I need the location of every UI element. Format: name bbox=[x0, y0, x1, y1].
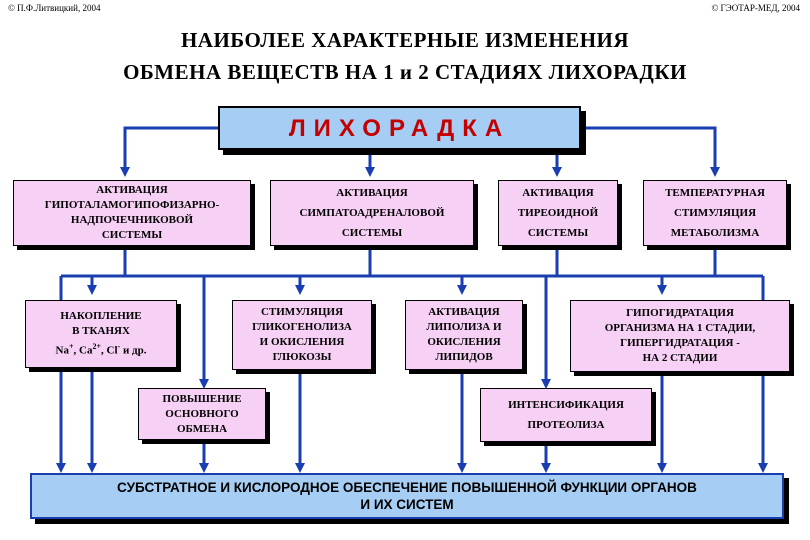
page-title-line2: ОБМЕНА ВЕЩЕСТВ НА 1 и 2 СТАДИЯХ ЛИХОРАДК… bbox=[123, 60, 687, 84]
box-text-line: ПОВЫШЕНИЕ bbox=[162, 392, 242, 405]
box-text-line: ГЛИКОГЕНОЛИЗА bbox=[252, 321, 352, 333]
box-text-line: В ТКАНЯХ bbox=[72, 325, 130, 338]
box-text-line: СИСТЕМЫ bbox=[527, 227, 589, 239]
box-text-line: НА 2 СТАДИИ bbox=[642, 352, 718, 364]
copyright-left: © П.Ф.Литвицкий, 2004 bbox=[8, 3, 101, 13]
box-text-line: МЕТАБОЛИЗМА bbox=[670, 227, 760, 239]
box-text-line: ТЕМПЕРАТУРНАЯ bbox=[665, 187, 765, 199]
copyright-right: © ГЭОТАР-МЕД, 2004 bbox=[711, 3, 800, 13]
box-text-line: ОБМЕНА bbox=[176, 422, 228, 435]
fever-main-box: ЛИХОРАДКА bbox=[218, 106, 581, 150]
box-text-line: ЛИПОЛИЗА И bbox=[426, 321, 502, 333]
box-text-line: ЛИПИДОВ bbox=[435, 351, 493, 363]
box-text-line: ГЛЮКОЗЫ bbox=[272, 351, 332, 363]
box-text-line: НАКОПЛЕНИЕ bbox=[60, 310, 142, 323]
ion-ca: , Ca bbox=[73, 344, 93, 357]
connector-main-right bbox=[581, 126, 720, 177]
box-text-line: НАДПОЧЕЧНИКОВОЙ bbox=[70, 214, 194, 226]
box-glycogenolysis: СТИМУЛЯЦИЯ ГЛИКОГЕНОЛИЗА И ОКИСЛЕНИЯ ГЛЮ… bbox=[232, 300, 372, 370]
box-basal-metabolism: ПОВЫШЕНИЕ ОСНОВНОГО ОБМЕНА bbox=[138, 388, 266, 440]
ion-na-charge: + bbox=[68, 342, 74, 352]
box-text-line: ГИПОГИДРАТАЦИЯ bbox=[626, 307, 734, 319]
box-lipolysis: АКТИВАЦИЯ ЛИПОЛИЗА И ОКИСЛЕНИЯ ЛИПИДОВ bbox=[405, 300, 523, 370]
box-text-line: АКТИВАЦИЯ bbox=[96, 184, 168, 196]
ions-line: Na+, Ca2+, Cl- и др. bbox=[56, 339, 147, 359]
box-text-line: И ОКИСЛЕНИЯ bbox=[259, 336, 345, 348]
box-text-line: СТИМУЛЯЦИЯ bbox=[260, 306, 344, 318]
box-substrate-oxygen-supply: СУБСТРАТНОЕ И КИСЛОРОДНОЕ ОБЕСПЕЧЕНИЕ ПО… bbox=[30, 473, 784, 519]
ion-cl: , Cl bbox=[101, 344, 118, 357]
box-text-line: СИСТЕМЫ bbox=[341, 227, 403, 239]
box-hydration: ГИПОГИДРАТАЦИЯ ОРГАНИЗМА НА 1 СТАДИИ, ГИ… bbox=[570, 300, 790, 372]
box-text-line: АКТИВАЦИЯ bbox=[522, 187, 594, 199]
box-text-line: ГИПОТАЛАМОГИПОФИЗАРНО- bbox=[44, 199, 220, 211]
ion-na: Na bbox=[55, 344, 69, 357]
box-text-line: И ИХ СИСТЕМ bbox=[360, 497, 454, 512]
box-text-line: ОСНОВНОГО bbox=[165, 407, 239, 420]
ion-ca-charge: 2+ bbox=[92, 342, 102, 352]
ion-rest: и др. bbox=[120, 344, 147, 357]
box-temperature-stimulation: ТЕМПЕРАТУРНАЯ СТИМУЛЯЦИЯ МЕТАБОЛИЗМА bbox=[643, 180, 787, 246]
box-text-line: ИНТЕНСИФИКАЦИЯ bbox=[508, 399, 624, 411]
box-text-line: ТИРЕОИДНОЙ bbox=[517, 207, 599, 219]
box-text-line: СУБСТРАТНОЕ И КИСЛОРОДНОЕ ОБЕСПЕЧЕНИЕ ПО… bbox=[117, 480, 697, 495]
box-text-line: ПРОТЕОЛИЗА bbox=[527, 419, 605, 431]
page-title-line1: НАИБОЛЕЕ ХАРАКТЕРНЫЕ ИЗМЕНЕНИЯ bbox=[180, 28, 630, 52]
box-text-line: АКТИВАЦИЯ bbox=[428, 306, 500, 318]
ion-cl-charge: - bbox=[117, 342, 121, 352]
fever-main-label: ЛИХОРАДКА bbox=[288, 114, 511, 142]
box-sympathoadrenal-activation: АКТИВАЦИЯ СИМПАТОАДРЕНАЛОВОЙ СИСТЕМЫ bbox=[270, 180, 474, 246]
box-text-line: АКТИВАЦИЯ bbox=[336, 187, 408, 199]
box-text-line: ГИПЕРГИДРАТАЦИЯ - bbox=[620, 337, 740, 349]
box-text-line: СИМПАТОАДРЕНАЛОВОЙ bbox=[299, 207, 445, 219]
box-thyroid-activation: АКТИВАЦИЯ ТИРЕОИДНОЙ СИСТЕМЫ bbox=[498, 180, 618, 246]
box-text-line: ОРГАНИЗМА НА 1 СТАДИИ, bbox=[604, 322, 756, 334]
box-ion-accumulation: НАКОПЛЕНИЕ В ТКАНЯХ Na+, Ca2+, Cl- и др. bbox=[25, 300, 177, 368]
connector-main-left bbox=[120, 126, 218, 177]
box-text-line: СТИМУЛЯЦИЯ bbox=[673, 207, 757, 219]
box-hpa-activation: АКТИВАЦИЯ ГИПОТАЛАМОГИПОФИЗАРНО- НАДПОЧЕ… bbox=[13, 180, 251, 246]
box-text-line: ОКИСЛЕНИЯ bbox=[427, 336, 501, 348]
box-proteolysis: ИНТЕНСИФИКАЦИЯ ПРОТЕОЛИЗА bbox=[480, 388, 652, 442]
box-text-line: СИСТЕМЫ bbox=[101, 229, 163, 241]
